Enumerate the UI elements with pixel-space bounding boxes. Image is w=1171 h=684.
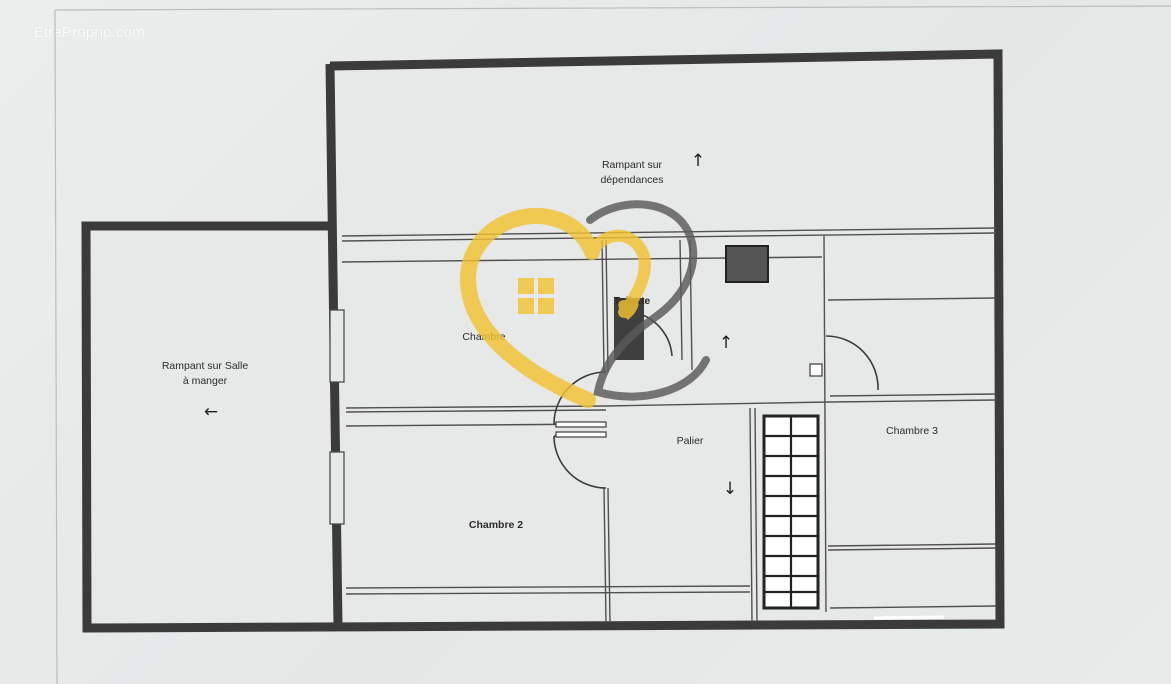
label-attic-outbuildings-line2: dépendances <box>600 174 663 186</box>
paper-edge-top <box>54 5 1171 11</box>
door-leaves <box>555 363 823 438</box>
label-attic-dining-line2: à manger <box>183 375 228 387</box>
arrow-left-icon: ← <box>204 402 218 422</box>
label-attic-dining: Rampant sur Salle <box>162 360 249 372</box>
paper-edge-left <box>54 9 58 684</box>
label-bedroom-3: Chambre 3 <box>886 425 938 437</box>
windows <box>329 309 345 525</box>
source-watermark: © EtreProprio.com <box>18 24 145 41</box>
label-landing: Palier <box>677 435 704 447</box>
label-bedroom-2: Chambre 2 <box>469 519 523 531</box>
arrow-up-icon: ↑ <box>719 333 733 353</box>
floor-area <box>86 54 1000 628</box>
interior-walls <box>341 227 997 623</box>
staircase <box>762 414 820 610</box>
label-attic-outbuildings: Rampant sur <box>602 159 663 171</box>
agency-logo-watermark <box>459 200 710 408</box>
arrow-down-icon: ↓ <box>723 479 737 499</box>
chimney-shaft <box>725 245 769 283</box>
arrow-up-icon: ↑ <box>691 151 705 171</box>
